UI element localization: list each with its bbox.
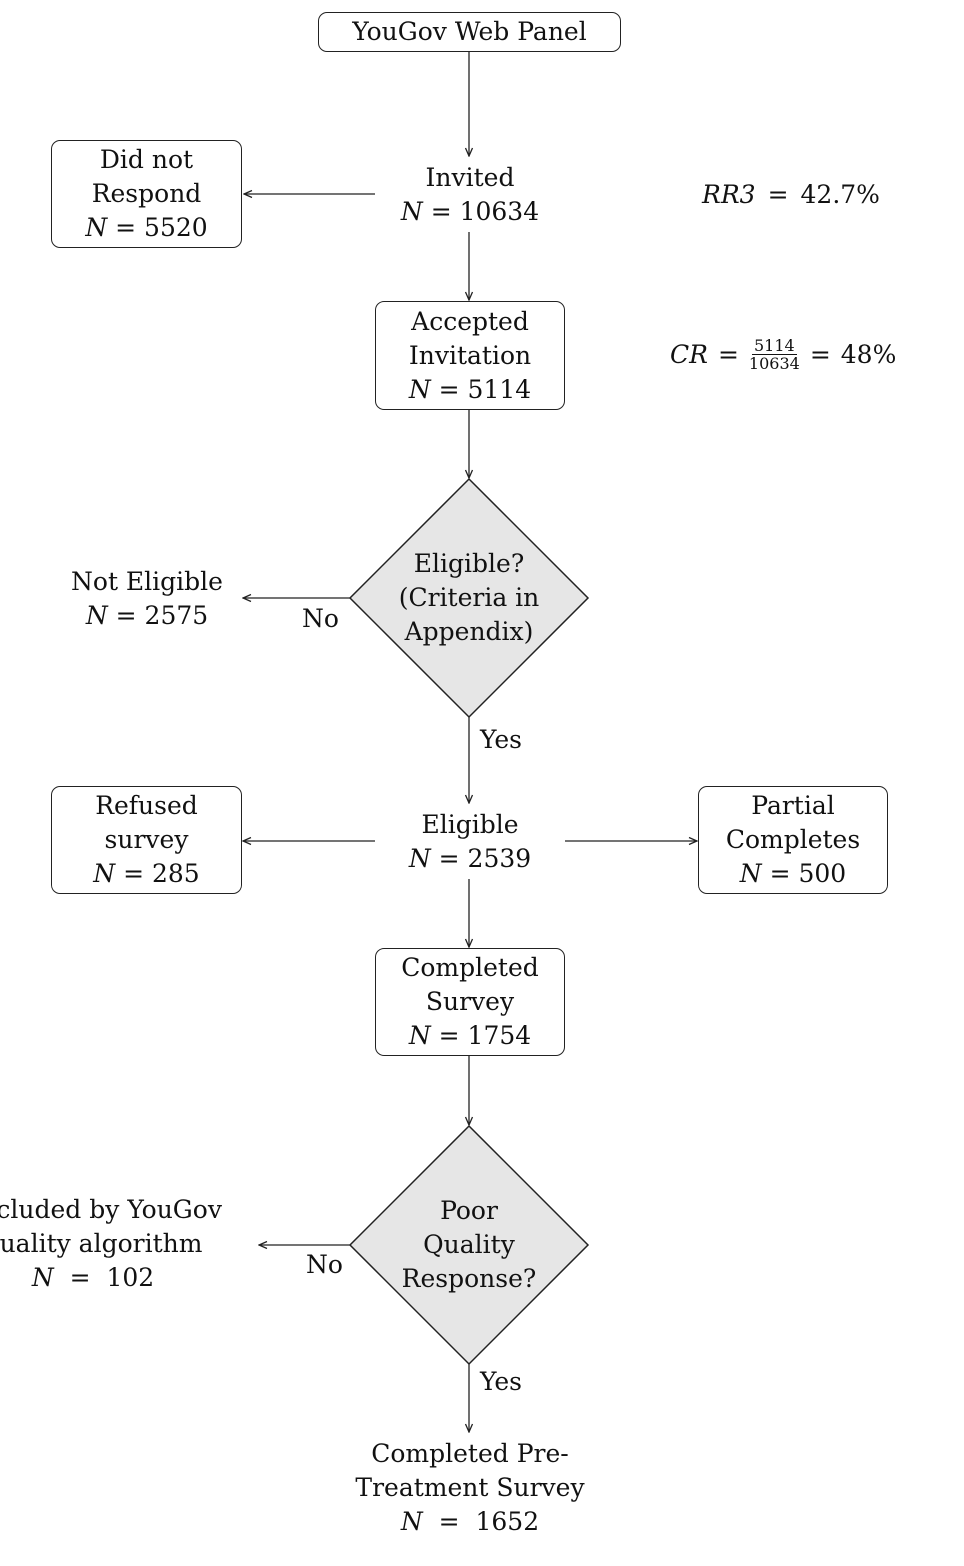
edge-label-yes: Yes: [480, 725, 522, 754]
node-label-line1: Refused: [95, 791, 198, 820]
edge-label-yes: Yes: [480, 1367, 522, 1396]
cr-variable: CR: [670, 339, 708, 369]
decision-line3: Appendix): [404, 617, 534, 646]
node-label: Eligible: [421, 810, 519, 839]
node-label-line1: Did not: [99, 145, 194, 174]
node-count: N = 2539: [408, 844, 532, 873]
node-count: N = 5114: [408, 374, 532, 404]
node-refused-survey: Refused survey N = 285: [51, 786, 242, 894]
node-not-eligible: Not Eligible N = 2575: [52, 564, 242, 634]
node-label-line1: Excluded by YouGov: [0, 1195, 222, 1224]
cr-formula: CR = 5114 10634 = 48%: [670, 335, 897, 373]
node-label: Invited: [425, 163, 515, 192]
cr-fraction: 5114 10634: [749, 337, 800, 372]
node-yougov-web-panel: YouGov Web Panel: [318, 12, 621, 52]
decision-line1: Poor: [440, 1196, 498, 1225]
cr-value: 48%: [840, 339, 897, 369]
rr3-formula: RR3 = 42.7%: [702, 179, 880, 209]
node-label-line2: Respond: [91, 179, 202, 208]
decision-line2: (Criteria in: [398, 583, 540, 612]
edge-label-no: No: [302, 604, 339, 633]
node-count: N = 10634: [400, 197, 540, 226]
node-partial-completes: Partial Completes N = 500: [698, 786, 888, 894]
node-completed-survey: Completed Survey N = 1754: [375, 948, 565, 1056]
node-count: N = 5520: [85, 213, 208, 242]
node-label-line1: Partial: [751, 791, 835, 820]
node-count: N = 285: [93, 859, 200, 888]
cr-numerator: 5114: [752, 335, 797, 355]
edge-label-no: No: [306, 1250, 343, 1279]
node-label-line2: quality algorithm: [0, 1229, 203, 1258]
node-label: Not Eligible: [71, 567, 223, 596]
node-count: N = 1652: [400, 1507, 540, 1536]
decision-line1: Eligible?: [413, 549, 525, 578]
node-label-line1: Completed Pre-: [371, 1439, 569, 1468]
node-count: N = 2575: [85, 601, 209, 630]
node-label-line1: Completed: [401, 953, 539, 982]
node-label-line1: Accepted: [411, 306, 529, 336]
rr3-value: 42.7%: [800, 179, 880, 209]
quality-decision-text: Poor Quality Response?: [380, 1190, 558, 1300]
node-excluded-by-quality: Excluded by YouGov quality algorithm N =…: [0, 1192, 248, 1296]
node-label-line2: Completes: [725, 825, 861, 854]
rr3-variable: RR3: [702, 179, 756, 209]
eligible-decision-text: Eligible? (Criteria in Appendix): [380, 543, 558, 653]
node-accepted-invitation: Accepted Invitation N = 5114: [375, 301, 565, 410]
decision-line3: Response?: [401, 1264, 537, 1293]
node-count: N = 102: [31, 1263, 155, 1292]
node-count: N = 1754: [408, 1021, 532, 1050]
node-completed-pretreatment: Completed Pre- Treatment Survey N = 1652: [330, 1436, 610, 1540]
node-invited: Invited N = 10634: [375, 158, 565, 232]
node-label: YouGov Web Panel: [352, 17, 587, 46]
cr-denominator: 10634: [748, 353, 800, 373]
node-count: N = 500: [739, 859, 847, 888]
node-did-not-respond: Did not Respond N = 5520: [51, 140, 242, 248]
node-label-line2: Treatment Survey: [355, 1473, 585, 1502]
node-eligible: Eligible N = 2539: [375, 805, 565, 879]
node-label-line2: survey: [104, 825, 189, 854]
node-label-line2: Invitation: [408, 340, 532, 370]
decision-line2: Quality: [423, 1230, 515, 1259]
node-label-line2: Survey: [425, 987, 515, 1016]
